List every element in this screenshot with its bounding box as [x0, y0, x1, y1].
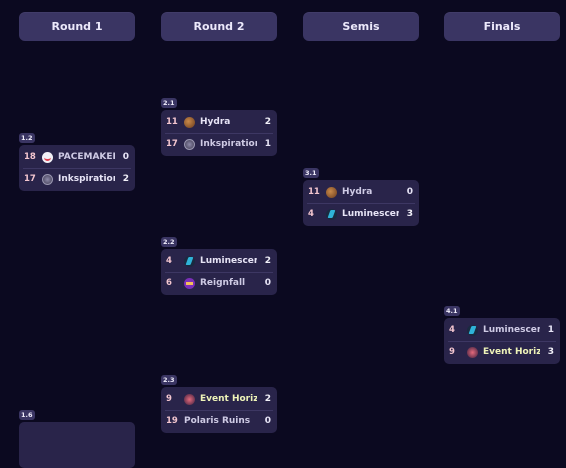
team-row[interactable]: 4 Luminescen... 1 — [444, 319, 560, 341]
team-seed: 9 — [166, 394, 172, 404]
team-score: 0 — [264, 416, 271, 426]
match-id-badge: 2.1 — [161, 98, 177, 108]
team-name: Event Horiz... — [200, 394, 257, 404]
hydra-logo-icon — [326, 186, 337, 198]
finals-header: Finals — [444, 12, 560, 41]
inkspiration-logo-icon — [42, 173, 53, 185]
divider — [165, 410, 273, 411]
team-name: Inkspiration — [58, 174, 115, 184]
luminescence-logo-icon — [184, 255, 195, 267]
divider — [165, 272, 273, 273]
match-id-badge: 2.2 — [161, 237, 177, 247]
match-card-1-6[interactable] — [19, 422, 135, 468]
team-seed: 17 — [24, 174, 36, 184]
team-name: Luminescen... — [200, 256, 257, 266]
team-row[interactable]: 18 PACEMAKER 0 — [19, 146, 135, 168]
match-card-4-1[interactable]: 4 Luminescen... 1 9 Event Horiz... 3 — [444, 318, 560, 364]
round-1-header: Round 1 — [19, 12, 135, 41]
team-row[interactable]: 11 Hydra 2 — [161, 111, 277, 133]
team-seed: 19 — [166, 416, 178, 426]
event-horizon-logo-icon — [184, 393, 195, 405]
team-seed: 9 — [449, 347, 455, 357]
reignfall-logo-icon — [184, 277, 195, 289]
match-card-2-1[interactable]: 11 Hydra 2 17 Inkspiration 1 — [161, 110, 277, 156]
divider — [307, 203, 415, 204]
match-card-1-2[interactable]: 18 PACEMAKER 0 17 Inkspiration 2 — [19, 145, 135, 191]
team-seed: 6 — [166, 278, 172, 288]
match-id-badge: 1.2 — [19, 133, 35, 143]
team-name: PACEMAKER — [58, 152, 115, 162]
team-name: Event Horiz... — [483, 347, 540, 357]
team-name: Luminescen... — [342, 209, 399, 219]
team-seed: 11 — [308, 187, 320, 197]
team-name: Luminescen... — [483, 325, 540, 335]
luminescence-logo-icon — [467, 324, 478, 336]
team-seed: 4 — [449, 325, 455, 335]
team-score: 3 — [406, 209, 413, 219]
team-name: Polaris Ruins — [184, 416, 251, 426]
team-seed: 4 — [308, 209, 314, 219]
pacemaker-logo-icon — [42, 151, 53, 163]
match-id-badge: 3.1 — [303, 168, 319, 178]
divider — [165, 133, 273, 134]
team-seed: 4 — [166, 256, 172, 266]
hydra-logo-icon — [184, 116, 195, 128]
match-id-badge: 4.1 — [444, 306, 460, 316]
team-row[interactable]: 6 Reignfall 0 — [161, 272, 277, 294]
team-row[interactable]: 9 Event Horiz... 3 — [444, 341, 560, 363]
team-seed: 17 — [166, 139, 178, 149]
team-score: 2 — [264, 256, 271, 266]
match-id-badge: 2.3 — [161, 375, 177, 385]
match-card-2-3[interactable]: 9 Event Horiz... 2 19 Polaris Ruins 0 — [161, 387, 277, 433]
inkspiration-logo-icon — [184, 138, 195, 150]
match-card-3-1[interactable]: 11 Hydra 0 4 Luminescen... 3 — [303, 180, 419, 226]
team-row[interactable]: 11 Hydra 0 — [303, 181, 419, 203]
team-score: 0 — [406, 187, 413, 197]
event-horizon-logo-icon — [467, 346, 478, 358]
team-row[interactable]: 19 Polaris Ruins 0 — [161, 410, 277, 432]
team-score: 2 — [122, 174, 129, 184]
divider — [448, 341, 556, 342]
team-seed: 18 — [24, 152, 36, 162]
team-name: Inkspiration — [200, 139, 257, 149]
team-score: 2 — [264, 394, 271, 404]
team-seed: 11 — [166, 117, 178, 127]
team-row[interactable]: 4 Luminescen... 3 — [303, 203, 419, 225]
semis-header: Semis — [303, 12, 419, 41]
team-row[interactable]: 17 Inkspiration 1 — [161, 133, 277, 155]
luminescence-logo-icon — [326, 208, 337, 220]
team-score: 1 — [264, 139, 271, 149]
team-row[interactable]: 4 Luminescen... 2 — [161, 250, 277, 272]
team-score: 0 — [122, 152, 129, 162]
team-score: 0 — [264, 278, 271, 288]
team-score: 3 — [547, 347, 554, 357]
divider — [23, 168, 131, 169]
round-2-header: Round 2 — [161, 12, 277, 41]
match-id-badge: 1.6 — [19, 410, 35, 420]
team-name: Hydra — [200, 117, 231, 127]
match-card-2-2[interactable]: 4 Luminescen... 2 6 Reignfall 0 — [161, 249, 277, 295]
team-name: Reignfall — [200, 278, 246, 288]
team-row[interactable]: 17 Inkspiration 2 — [19, 168, 135, 190]
team-score: 2 — [264, 117, 271, 127]
team-name: Hydra — [342, 187, 373, 197]
team-score: 1 — [547, 325, 554, 335]
team-row[interactable]: 9 Event Horiz... 2 — [161, 388, 277, 410]
